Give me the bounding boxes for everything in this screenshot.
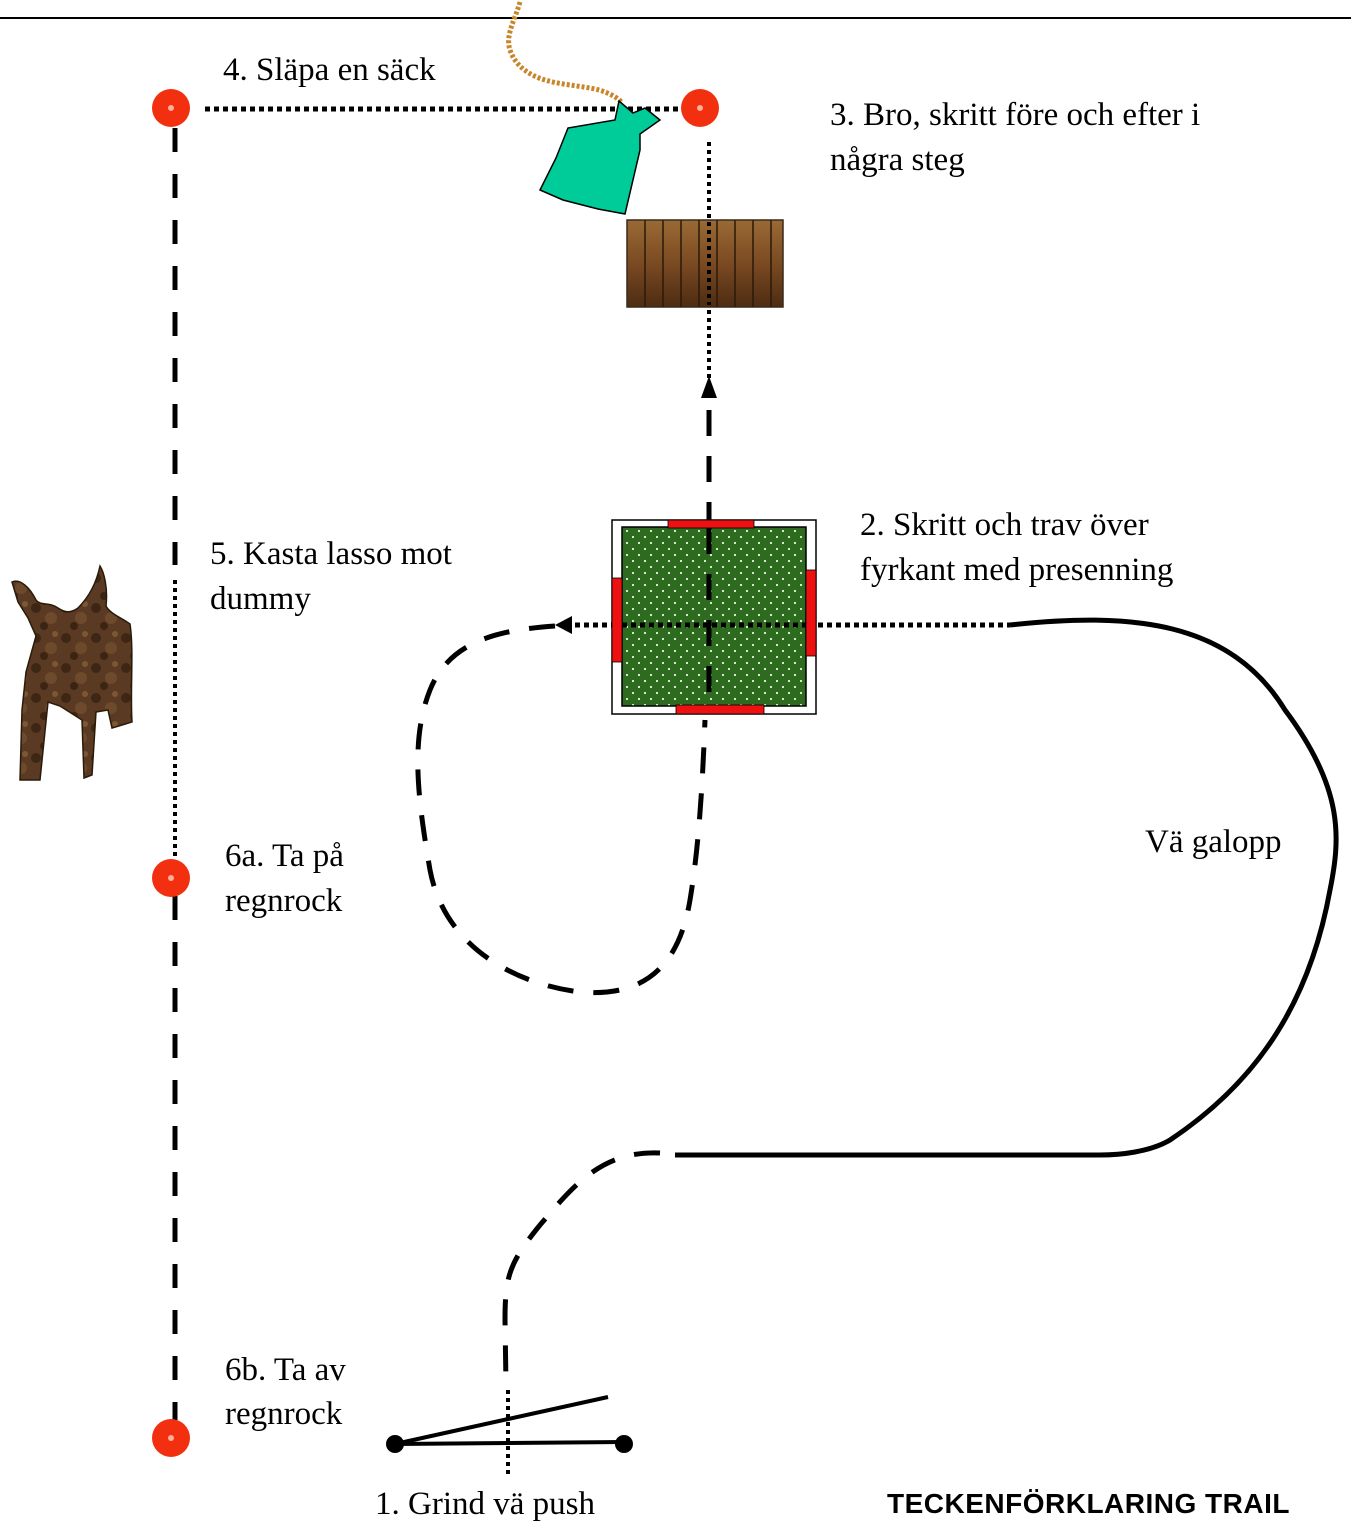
cone-station-6b-icon bbox=[152, 1419, 190, 1457]
bridge-icon bbox=[626, 219, 784, 308]
path-loop-dashed bbox=[415, 623, 708, 996]
label-station-5-line2: dummy bbox=[210, 581, 311, 617]
cone-station-3-icon bbox=[681, 89, 719, 127]
label-station-3-line2: några steg bbox=[830, 142, 965, 178]
path-lower-dashed bbox=[502, 1150, 661, 1386]
path-canter-solid bbox=[675, 617, 1339, 1158]
tarp-square-icon bbox=[611, 519, 817, 715]
cone-station-6a-icon bbox=[152, 859, 190, 897]
dummy-icon bbox=[11, 564, 133, 781]
arrow-up-icon bbox=[701, 376, 717, 398]
gate-icon bbox=[386, 1395, 633, 1453]
label-station-2-line1: 2. Skritt och trav över bbox=[860, 507, 1149, 543]
label-station-6b-line2: regnrock bbox=[225, 1396, 343, 1432]
label-station-4: 4. Släpa en säck bbox=[223, 52, 436, 88]
label-station-6a-line1: 6a. Ta på bbox=[225, 838, 344, 874]
rope-icon bbox=[506, 1, 625, 105]
sack-icon bbox=[538, 99, 662, 215]
label-station-6b-line1: 6b. Ta av bbox=[225, 1352, 346, 1388]
cone-station-4-icon bbox=[152, 89, 190, 127]
label-station-3-line1: 3. Bro, skritt före och efter i bbox=[830, 97, 1201, 133]
label-station-2-line2: fyrkant med presenning bbox=[860, 552, 1174, 588]
label-canter: Vä galopp bbox=[1145, 824, 1282, 860]
arrow-left-icon bbox=[555, 616, 572, 634]
label-station-5-line1: 5. Kasta lasso mot bbox=[210, 536, 452, 572]
label-station-1: 1. Grind vä push bbox=[375, 1486, 595, 1522]
label-station-6a-line2: regnrock bbox=[225, 883, 343, 919]
legend-title: TECKENFÖRKLARING TRAIL bbox=[887, 1488, 1290, 1519]
